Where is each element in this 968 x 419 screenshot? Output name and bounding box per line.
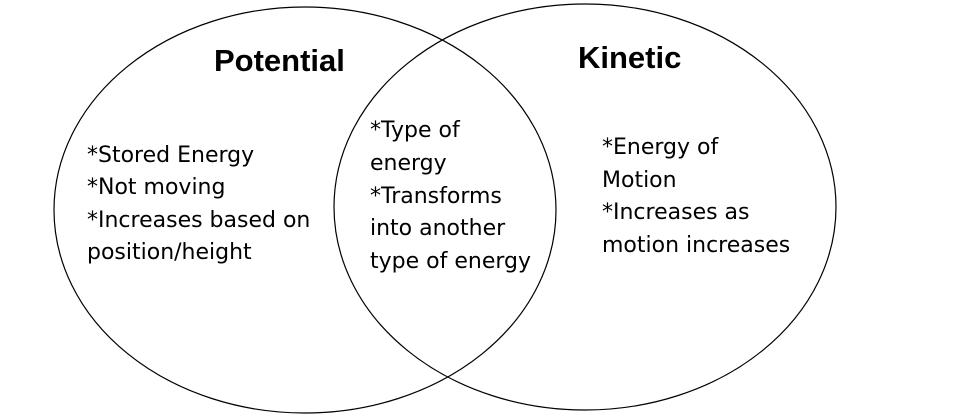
overlap-line-3: *Transforms	[370, 184, 502, 209]
potential-line-1: *Stored Energy	[87, 143, 255, 168]
overlap-line-5: type of energy	[370, 249, 531, 274]
kinetic-line-4: motion increases	[602, 233, 791, 258]
potential-title: Potential	[214, 43, 345, 78]
kinetic-circle	[333, 3, 837, 411]
kinetic-line-2: Motion	[602, 168, 677, 193]
potential-line-2: *Not moving	[87, 175, 226, 200]
kinetic-title: Kinetic	[578, 40, 682, 75]
potential-line-3: *Increases based on	[87, 208, 311, 233]
overlap-line-1: *Type of	[370, 118, 460, 143]
potential-line-4: position/height	[87, 240, 252, 265]
kinetic-line-3: *Increases as	[602, 200, 750, 225]
potential-circle	[53, 6, 557, 414]
kinetic-line-1: *Energy of	[602, 135, 719, 160]
overlap-line-4: into another	[370, 216, 506, 241]
overlap-line-2: energy	[370, 151, 447, 176]
